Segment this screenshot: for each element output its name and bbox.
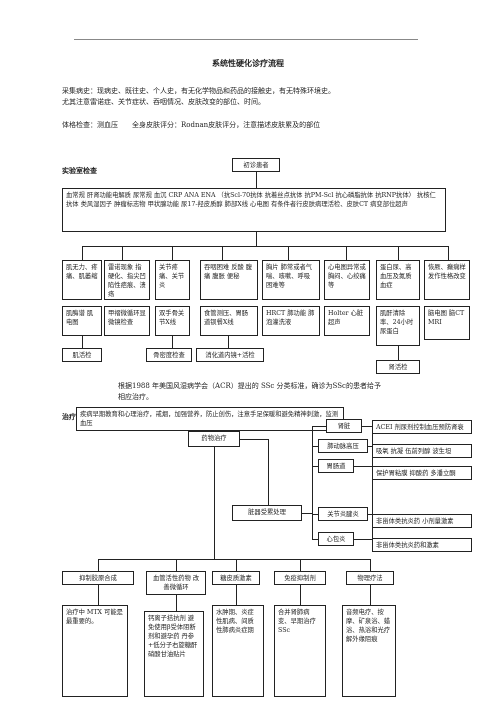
first-visit-box: 初诊患者	[232, 158, 280, 172]
diagnosis-line2: 相应治疗。	[118, 393, 153, 401]
connector	[256, 232, 257, 246]
connector	[300, 559, 301, 571]
connector	[312, 426, 326, 427]
connector	[354, 539, 372, 540]
connector	[346, 246, 347, 260]
connector	[82, 246, 448, 247]
connector	[398, 346, 399, 360]
category-box: 血管活性药物 改善微循环	[146, 571, 206, 595]
connector	[98, 585, 99, 605]
connector	[236, 559, 237, 571]
detail-box: 合并肾肺病变、早期治疗 SSc	[274, 605, 326, 697]
page-title: 系统性硬化诊疗流程	[212, 58, 284, 68]
top-rule	[74, 39, 418, 40]
connector	[228, 336, 229, 348]
biopsy-box: 骨密度检查	[146, 348, 192, 362]
organ-treatment-box: 非甾体类抗炎药和激素	[372, 538, 472, 552]
connector	[98, 559, 99, 571]
connector	[222, 246, 223, 260]
exam-box: 甲褶微循环显微镜检查	[104, 306, 150, 336]
organ-box: 肾脏	[326, 419, 362, 433]
organ-box: 胃肠道	[318, 459, 354, 473]
connector	[256, 172, 257, 188]
organ-treatment-box: 非甾体类抗炎药 小剂量激素	[372, 514, 472, 528]
connector	[370, 559, 371, 571]
connector	[312, 446, 318, 447]
connector	[362, 426, 372, 427]
connector	[82, 336, 83, 348]
connector	[372, 426, 373, 546]
connector	[176, 595, 177, 611]
exam-box: 肌酐清除率、24小时尿蛋白	[376, 306, 420, 346]
biopsy-box: 肌活检	[62, 348, 102, 362]
connector	[312, 426, 313, 540]
category-box: 糖皮质激素	[212, 571, 260, 585]
category-box: 物理疗法	[346, 571, 394, 585]
biopsy-box: 肾活检	[376, 360, 420, 374]
intro-line3: 体格检查：测血压 全身皮肤评分：Rodnan皮肤评分，注意描述皮肤累及的部位	[62, 121, 321, 129]
diagnosis-line1: 根据1988 年美国风湿病学会（ACR）提出的 SSc 分类标准，确诊为SSc的…	[118, 382, 381, 390]
treatment-heading: 治疗	[62, 412, 76, 421]
intro-line1: 采集病史：现病史、既往史、个人史，有无化学物品和药品的接触史，有无特殊环境史。	[62, 87, 335, 95]
connector	[368, 514, 372, 515]
organ-treatment-box: 吸氧 抗凝 伍前列醇 波生坦	[372, 444, 472, 458]
exam-box: 食管测压、胃肠道钡餐X线	[200, 306, 258, 336]
symptom-box: 胸片 肺常或者气喘、咳嗽、呼吸困难等	[262, 260, 320, 300]
organ-treatment-box: 保护胃粘膜 抑酸药 多潘立酮	[372, 466, 472, 480]
connector	[300, 585, 301, 605]
connector	[368, 446, 372, 447]
connector	[448, 246, 449, 260]
category-box: 抑制胶原合成	[62, 571, 134, 585]
connector	[176, 559, 177, 571]
connector	[398, 246, 399, 260]
connector	[240, 439, 268, 440]
connector	[122, 246, 123, 260]
connector	[236, 585, 237, 605]
connector	[370, 585, 371, 605]
symptom-box: 关节疼痛、关节炎	[155, 260, 190, 300]
connector	[312, 514, 318, 515]
organ-box: 心包炎	[318, 532, 354, 546]
organ-box: 关节炎腱炎	[318, 507, 368, 521]
connector	[172, 246, 173, 260]
organ-box: 肺动脉高压	[318, 439, 368, 453]
detail-box: 治疗中 MTX 可能是最重要的。	[62, 605, 128, 697]
intro-line2: 尤其注意雷诺症、关节症状、吞咽情况、皮肤改变的部位、时间。	[62, 98, 265, 106]
exam-box: 肌酶谱 肌电图	[62, 306, 102, 336]
symptom-box: 心电图异常或胸闷、心绞痛等	[324, 260, 370, 300]
connector	[98, 559, 370, 560]
detail-box: 音频电疗、按摩、矿泉浴、蜡浴、热浴和光疗解外缘阻痕	[342, 605, 396, 697]
connector	[302, 513, 312, 514]
connector	[354, 466, 372, 467]
organ-treatment-box: ACEI 剂尿剂控制血压预防肾衰	[372, 420, 472, 434]
connector	[214, 447, 215, 559]
connector	[312, 466, 318, 467]
connector	[312, 539, 318, 540]
symptom-box: 吞咽困难 反酸 腹痛 腹胀 便秘	[200, 260, 258, 300]
exam-box: HRCT 肺功能 肺泡灌洗液	[262, 306, 320, 336]
general-treatment-box: 疾病早期教育和心理治疗，戒烟，加强营养，防止创伤，注意手足保暖和避免精神刺激，监…	[76, 407, 344, 431]
exam-box: Holter 心脏超声	[324, 306, 370, 336]
symptom-box: 蛋白尿、高血压及氮质血症	[376, 260, 420, 300]
detail-box: 水肿期、炎症性肌病、间质性肺病炎症期	[212, 605, 264, 697]
connector	[82, 246, 83, 260]
exam-box: 脑电图 脑CT MRI	[424, 306, 470, 340]
lab-tests-box: 血常规 肝肾功能电解质 尿常规 血沉 CRP ANA ENA （抗Scl-70抗…	[62, 188, 446, 232]
biopsy-box: 消化道内镜+活检	[196, 348, 264, 362]
symptom-box: 肌无力、疼痛、肌萎缩	[62, 260, 102, 300]
symptom-box: 恢厥、癫痫样发作性格改变	[424, 260, 470, 300]
category-box: 免疫抑制剂	[274, 571, 326, 585]
connector	[288, 246, 289, 260]
drug-treatment-box: 药物治疗	[188, 431, 240, 447]
lab-heading: 实验室检查	[62, 166, 97, 175]
detail-box: 钙离子拮抗剂 避免使用β受体阻断剂和避孕药 丹参+低分子右旋糖酐 硝酸甘油贴片	[144, 611, 204, 697]
organ-involvement-box: 脏器受累处理	[232, 505, 302, 521]
connector	[172, 336, 173, 348]
connector	[268, 439, 269, 505]
symptom-box: 雷诺现象 指硬化、指尖凹陷性疤痕、溃疡	[104, 260, 150, 300]
exam-box: 双手骨关节X线	[155, 306, 190, 336]
